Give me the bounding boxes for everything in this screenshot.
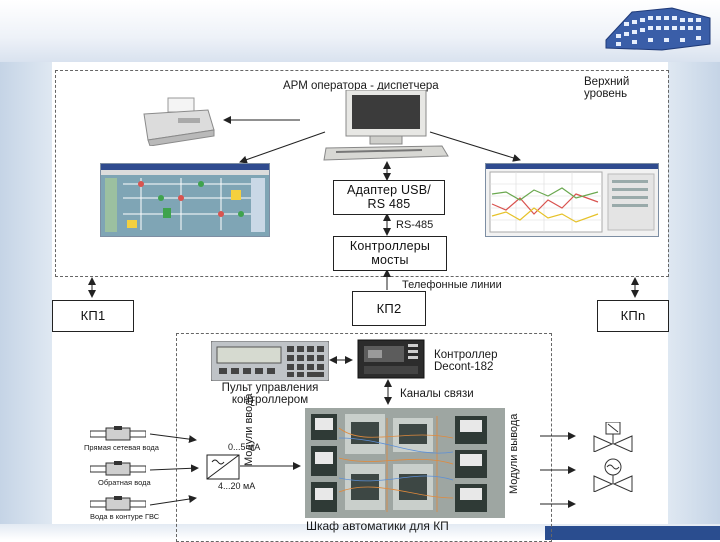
kpn-box: КПn [597, 300, 669, 332]
left-side-band [0, 62, 52, 540]
kp1-label: КП1 [80, 308, 106, 324]
scada-screen-screenshot [100, 163, 270, 237]
slide-header-band [0, 0, 720, 62]
kpn-label: КПn [620, 308, 646, 324]
controllers-label: Контроллеры мосты [349, 239, 431, 267]
decont-controller-icon [357, 339, 425, 379]
flow-sensor-1-icon [90, 426, 146, 441]
kp2-label: КП2 [376, 300, 402, 316]
panel-label: Пульт управления контроллером [221, 382, 319, 407]
upper-level-label: Верхний уровень [584, 76, 630, 101]
input-modules-label: Модули ввода [243, 393, 255, 466]
usb-rs485-adapter-box: Адаптер USB/ RS 485 [333, 180, 445, 215]
sensor-1-label: Прямая сетевая вода [84, 443, 159, 452]
upper-level-region [55, 70, 669, 277]
adapter-label: Адаптер USB/ RS 485 [347, 183, 431, 211]
cabinet-label: Шкаф автоматики для КП [306, 519, 449, 533]
control-panel-keypad-icon [211, 341, 329, 381]
flow-sensor-3-icon [90, 496, 146, 511]
solenoid-valve-icon [593, 422, 633, 452]
output-modules-label: Модули вывода [508, 413, 520, 494]
channels-label: Каналы связи [400, 388, 474, 400]
printer-icon [143, 97, 215, 146]
sensor-3-label: Вода в контуре ГВС [90, 512, 160, 521]
signal-range-1-label: 0...5 мА [228, 442, 261, 452]
arm-operator-label: АРМ оператора - диспетчера [283, 80, 439, 92]
right-side-band [668, 62, 720, 540]
kp2-box: КП2 [352, 291, 426, 326]
controller-label: Контроллер Decont-182 [434, 349, 498, 374]
phone-lines-label: Телефонные линии [402, 279, 502, 291]
kp1-box: КП1 [52, 300, 134, 332]
building-logo-icon [605, 7, 711, 51]
sensor-2-label: Обратная вода [98, 478, 151, 487]
automation-cabinet-photo [305, 408, 505, 518]
slide-footer-band [0, 524, 720, 540]
rs485-label: RS-485 [396, 219, 434, 231]
motor-valve-icon [593, 458, 633, 492]
flow-sensor-2-icon [90, 461, 146, 476]
trend-chart-screenshot [485, 163, 659, 237]
bridge-controllers-box: Контроллеры мосты [333, 236, 447, 271]
footer-accent-strip [545, 526, 720, 540]
signal-range-2-label: 4...20 мА [218, 481, 256, 491]
signal-converter-icon [206, 454, 240, 480]
computer-workstation-icon [323, 90, 449, 161]
